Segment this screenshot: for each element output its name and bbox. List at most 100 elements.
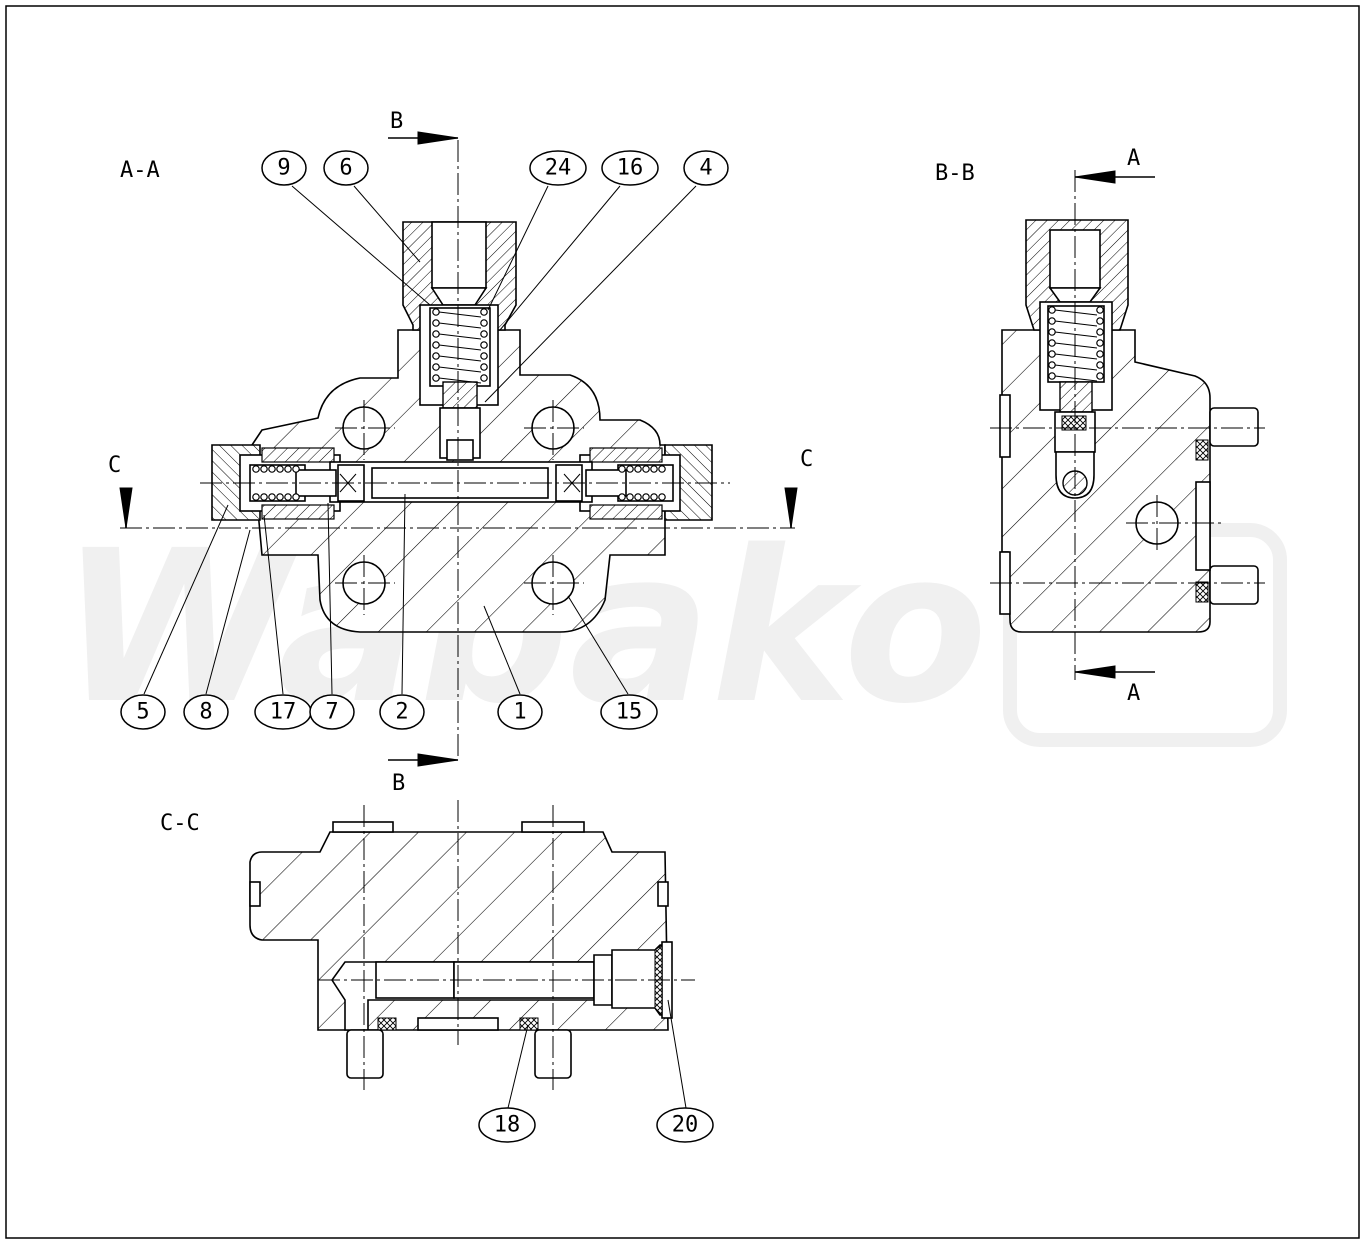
callout-bubbles: 9 6 24 16 4 5 8 17 7 2 1 15 18 20 [120, 150, 729, 1143]
aa-spring-coil [480, 352, 488, 360]
aa-left-spring-coil [268, 465, 276, 473]
aa-left-spring-cap-b [261, 504, 335, 520]
callout-20: 20 [656, 1107, 714, 1143]
view-cc-label: C-C [160, 811, 200, 836]
cut-b-bottom-label: B [392, 771, 405, 796]
callout-8: 8 [183, 694, 229, 730]
bb-spring-wire [1054, 331, 1098, 338]
svg-text:2: 2 [395, 700, 408, 725]
aa-spring-coil [480, 308, 488, 316]
cc-seal-left [377, 1017, 397, 1031]
svg-text:16: 16 [617, 156, 644, 181]
aa-right-spring-coil [634, 493, 642, 501]
bb-right-pin-top [1209, 407, 1259, 447]
cc-seal-right [519, 1017, 539, 1031]
callout-5: 5 [120, 694, 166, 730]
aa-spring-coil [432, 308, 440, 316]
aa-left-spring-cap [261, 447, 335, 463]
view-aa-label: A-A [120, 158, 160, 183]
cc-leaders [507, 999, 687, 1109]
drawing-frame [5, 5, 1360, 1239]
cut-c-left-label: C [108, 453, 121, 478]
cut-b-top-label: B [390, 109, 403, 134]
cut-c-right: C [784, 447, 813, 529]
aa-right-spring-coil [658, 465, 666, 473]
bb-spring-wire [1054, 353, 1098, 360]
bb-left-boss-top [999, 394, 1011, 458]
bb-spring-wire [1054, 342, 1098, 349]
callout-17: 17 [254, 694, 312, 730]
aa-spring-coil [432, 330, 440, 338]
svg-text:15: 15 [616, 700, 643, 725]
aa-right-spring-cap-b [589, 504, 663, 520]
svg-text:4: 4 [699, 156, 712, 181]
callout-7: 7 [309, 694, 355, 730]
bb-valve-seal [1061, 415, 1087, 431]
callout-2: 2 [379, 694, 425, 730]
aa-right-spring-coil [642, 465, 650, 473]
bb-spring-wire [1054, 309, 1098, 316]
cut-a-bottom-label: A [1127, 681, 1140, 706]
aa-spring-wire [438, 366, 482, 373]
aa-top-port [431, 221, 487, 289]
callout-18: 18 [478, 1107, 536, 1143]
bb-spring-coil [1048, 350, 1056, 358]
callout-9: 9 [261, 150, 307, 186]
bb-right-slot [1195, 481, 1211, 571]
aa-spring-wire [438, 333, 482, 340]
aa-spring-wire [438, 377, 482, 384]
bb-spring-coil [1096, 339, 1104, 347]
aa-right-spring-coil [634, 465, 642, 473]
aa-right-spring-coil [618, 465, 626, 473]
aa-spring-coil [432, 363, 440, 371]
aa-leaders [143, 185, 697, 695]
bb-spring-wire [1054, 320, 1098, 327]
callout-16: 16 [601, 150, 659, 186]
bb-spring-coil [1096, 361, 1104, 369]
callout-1: 1 [497, 694, 543, 730]
aa-right-spring-coil [650, 465, 658, 473]
aa-spring-coil [432, 341, 440, 349]
bb-spring-coil [1048, 339, 1056, 347]
svg-text:6: 6 [339, 156, 352, 181]
svg-text:5: 5 [136, 700, 149, 725]
aa-spring-coil [480, 330, 488, 338]
bb-spring-coil [1048, 361, 1056, 369]
svg-text:8: 8 [199, 700, 212, 725]
aa-spring-coil [480, 374, 488, 382]
bb-top-spring-box [1047, 305, 1105, 383]
aa-left-spring-coil [276, 493, 284, 501]
cut-a-bottom: A [1074, 665, 1155, 706]
view-cc: C-C [160, 800, 695, 1109]
svg-text:9: 9 [277, 156, 290, 181]
aa-spring-coil [480, 363, 488, 371]
aa-right-spring-coil [626, 493, 634, 501]
cc-pin-left [346, 1029, 384, 1079]
aa-valve-tip [446, 439, 474, 461]
bb-seal-top [1195, 439, 1209, 461]
bb-spring-coil [1048, 328, 1056, 336]
aa-left-spring-coil [260, 493, 268, 501]
bb-valve-stem [1059, 381, 1093, 413]
bb-spring-wire [1054, 364, 1098, 371]
aa-spring-wire [438, 311, 482, 318]
aa-spring-wire [438, 355, 482, 362]
bb-seal-bottom [1195, 581, 1209, 603]
aa-spring-wire [438, 344, 482, 351]
cut-c-left: C [108, 453, 133, 529]
aa-left-spring-coil [252, 465, 260, 473]
svg-text:24: 24 [545, 156, 572, 181]
aa-left-spring-coil [268, 493, 276, 501]
cut-a-top-label: A [1127, 146, 1140, 171]
view-aa: A-A [108, 109, 813, 796]
bb-spring-coil [1048, 306, 1056, 314]
aa-right-spring-coil [618, 493, 626, 501]
bb-spring-coil [1048, 372, 1056, 380]
aa-left-spring-coil [292, 493, 300, 501]
aa-left-spring-coil [284, 493, 292, 501]
svg-text:18: 18 [494, 1113, 521, 1138]
aa-spring-coil [480, 341, 488, 349]
svg-text:7: 7 [325, 700, 338, 725]
aa-valve-stem [442, 381, 478, 409]
